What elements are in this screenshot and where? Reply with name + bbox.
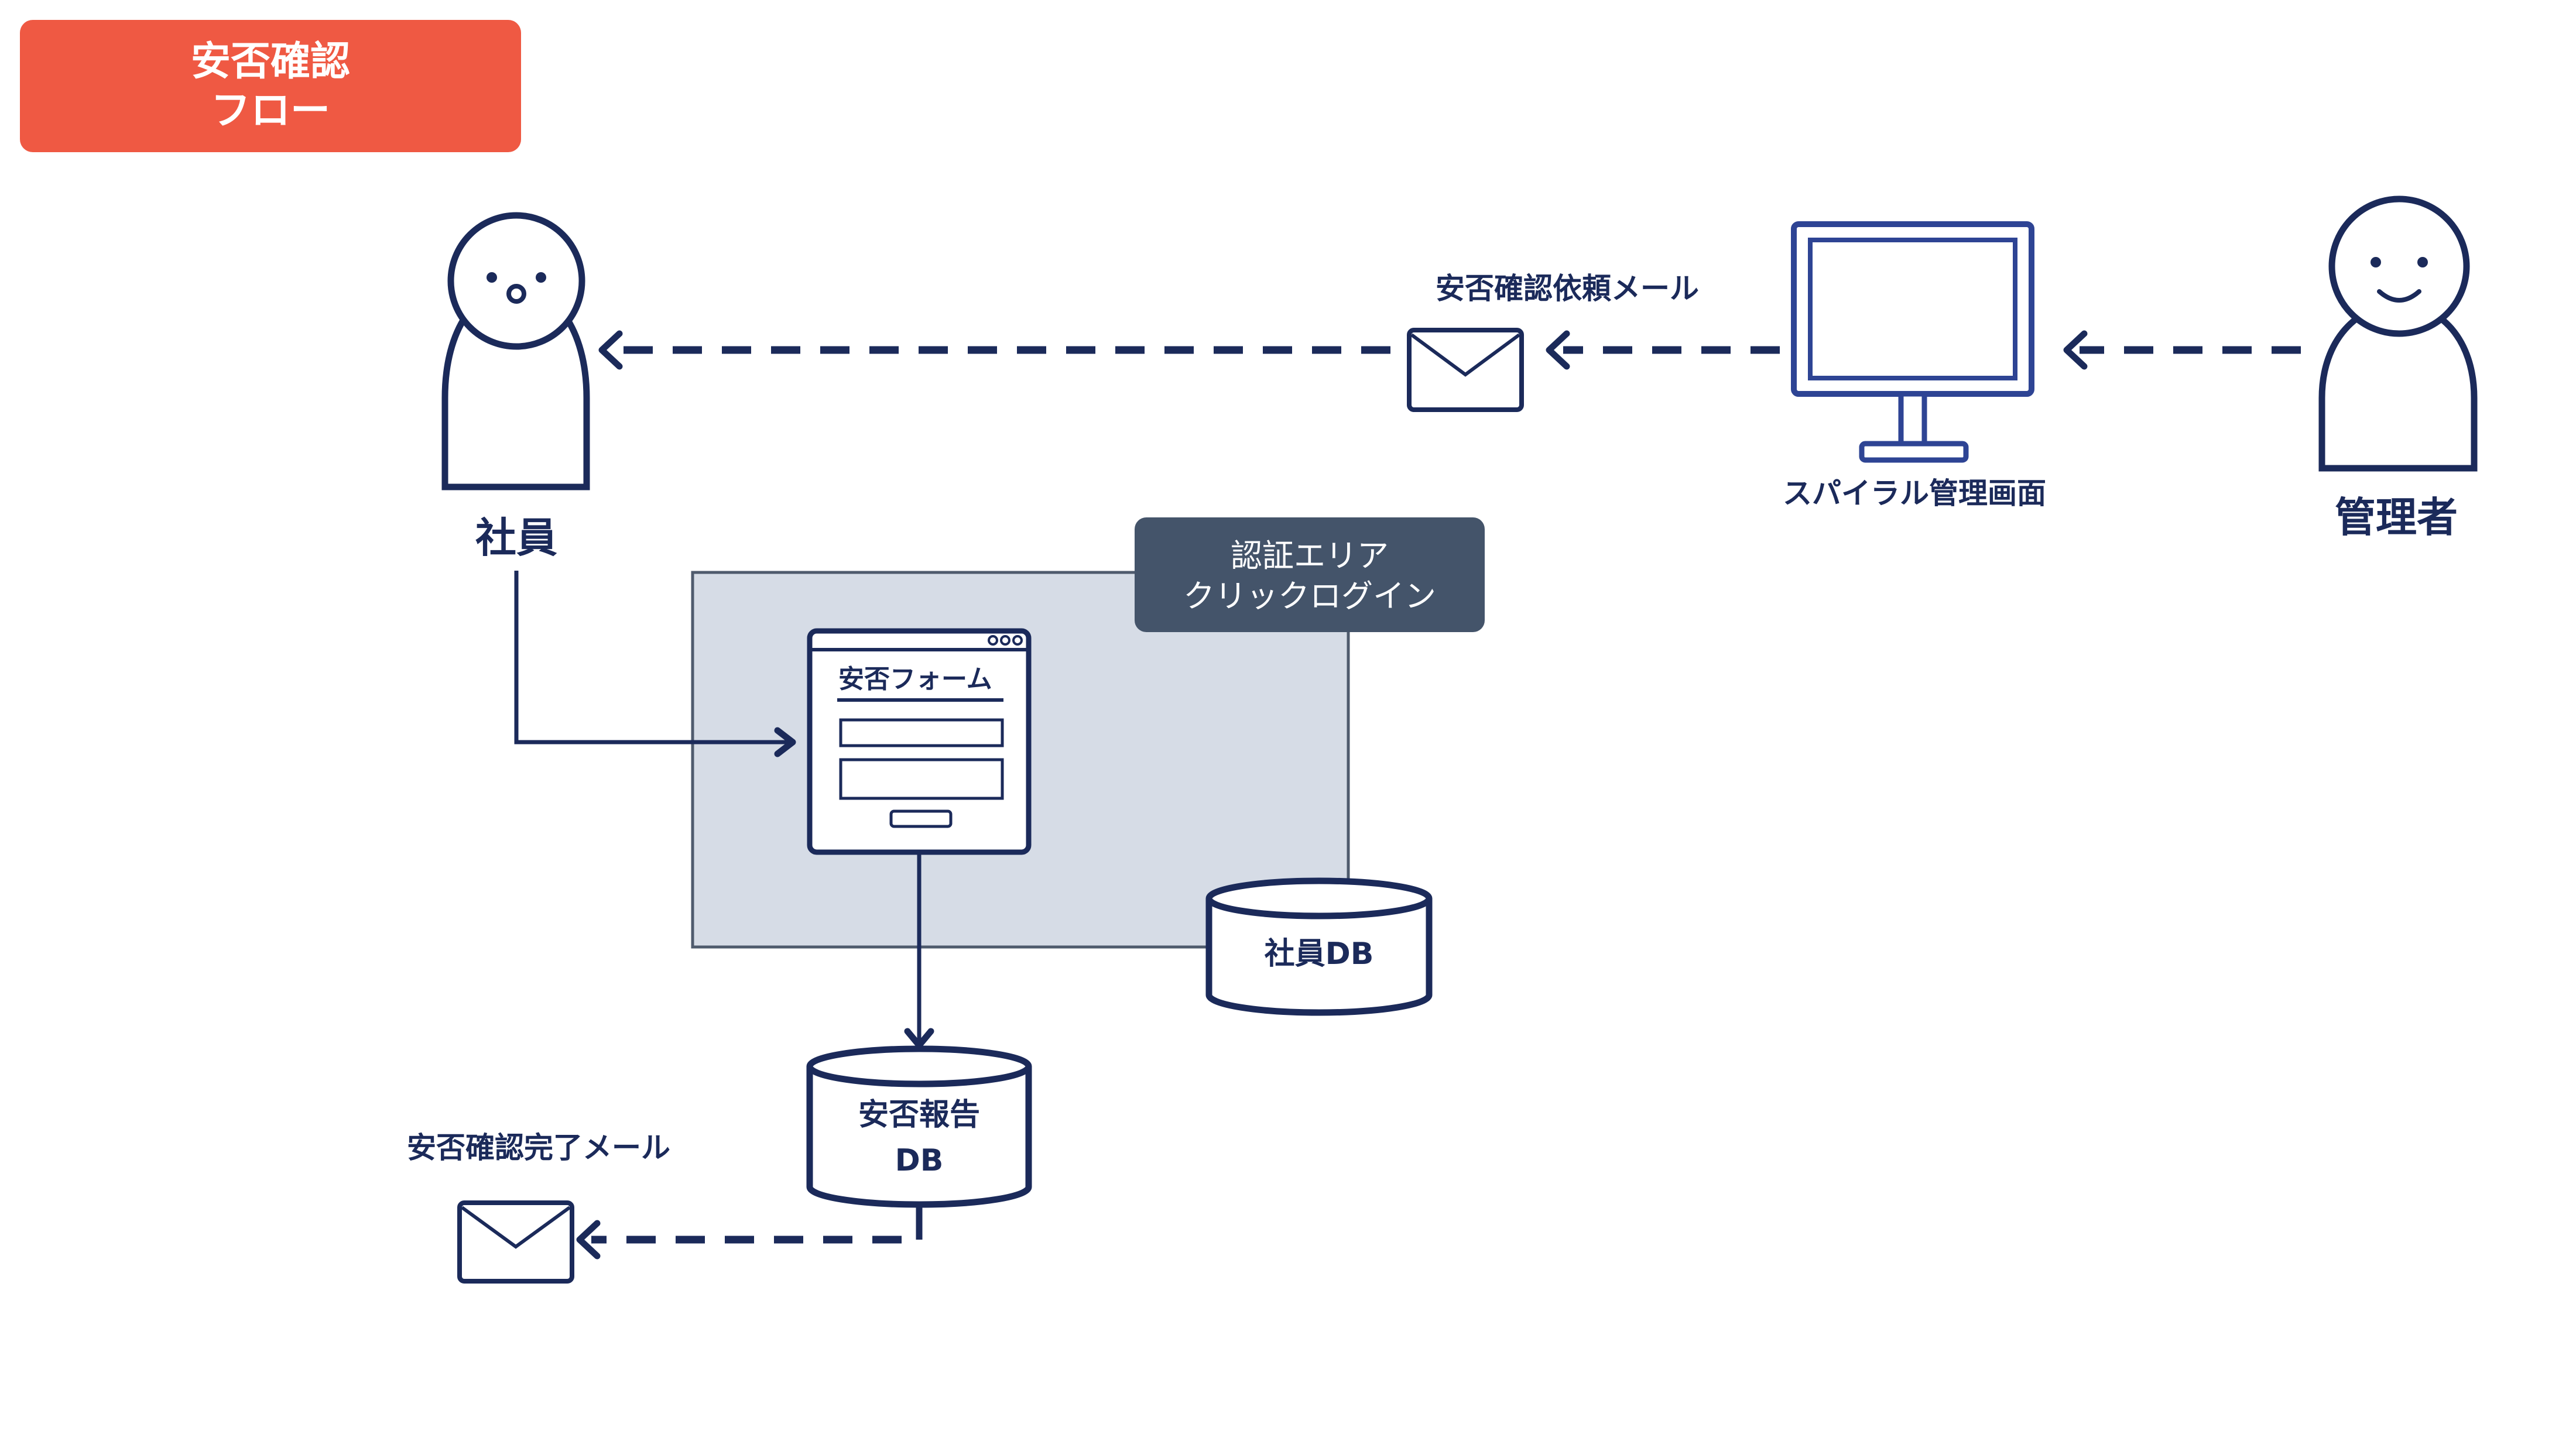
auth-area-tag: 認証エリア クリックログイン [1135, 517, 1485, 632]
monitor-label: スパイラル管理画面 [1783, 476, 2046, 510]
admin-label: 管理者 [2335, 493, 2458, 541]
arrow-admin-to-monitor-head [2063, 330, 2088, 370]
title-box: 安否確認 フロー [20, 20, 521, 152]
monitor-icon [1791, 221, 2034, 463]
form-textarea-field [839, 758, 1004, 800]
auth-area-line1: 認証エリア [1231, 537, 1389, 574]
mail-complete-label: 安否確認完了メール [407, 1131, 670, 1165]
report-database-icon: 安否報告 DB [806, 1045, 1032, 1208]
admin-person-icon [2318, 195, 2478, 472]
window-dot-icon [988, 635, 998, 646]
employee-db-label: 社員DB [1265, 936, 1374, 972]
form-input-field [839, 718, 1004, 747]
mail-icon [457, 1200, 574, 1284]
report-db-line1: 安否報告 [858, 1097, 980, 1133]
arrow-report-db-to-mail-head [576, 1220, 601, 1260]
form-title: 安否フォーム [838, 664, 992, 694]
employee-person-icon [441, 212, 590, 490]
title-line2: フロー [211, 88, 330, 134]
form-submit-button [889, 809, 953, 828]
window-dot-icon [1012, 635, 1023, 646]
arrow-monitor-to-mail-head [1546, 330, 1570, 370]
employee-database-icon: 社員DB [1205, 877, 1433, 1016]
arrow-mail-to-employee-head [598, 330, 623, 370]
window-dot-icon [1000, 635, 1010, 646]
mail-request-label: 安否確認依頼メール [1436, 272, 1699, 306]
employee-label: 社員 [475, 514, 557, 562]
mail-icon [1407, 328, 1524, 412]
connector-employee-to-form-head [774, 727, 796, 757]
connector-employee-to-form [514, 571, 792, 744]
title-line1: 安否確認 [191, 39, 350, 85]
auth-area-line2: クリックログイン [1183, 578, 1436, 615]
connector-form-to-report-db-head [904, 1028, 934, 1049]
safety-form-window: 安否フォーム [807, 628, 1032, 855]
report-db-line2: DB [895, 1143, 944, 1178]
